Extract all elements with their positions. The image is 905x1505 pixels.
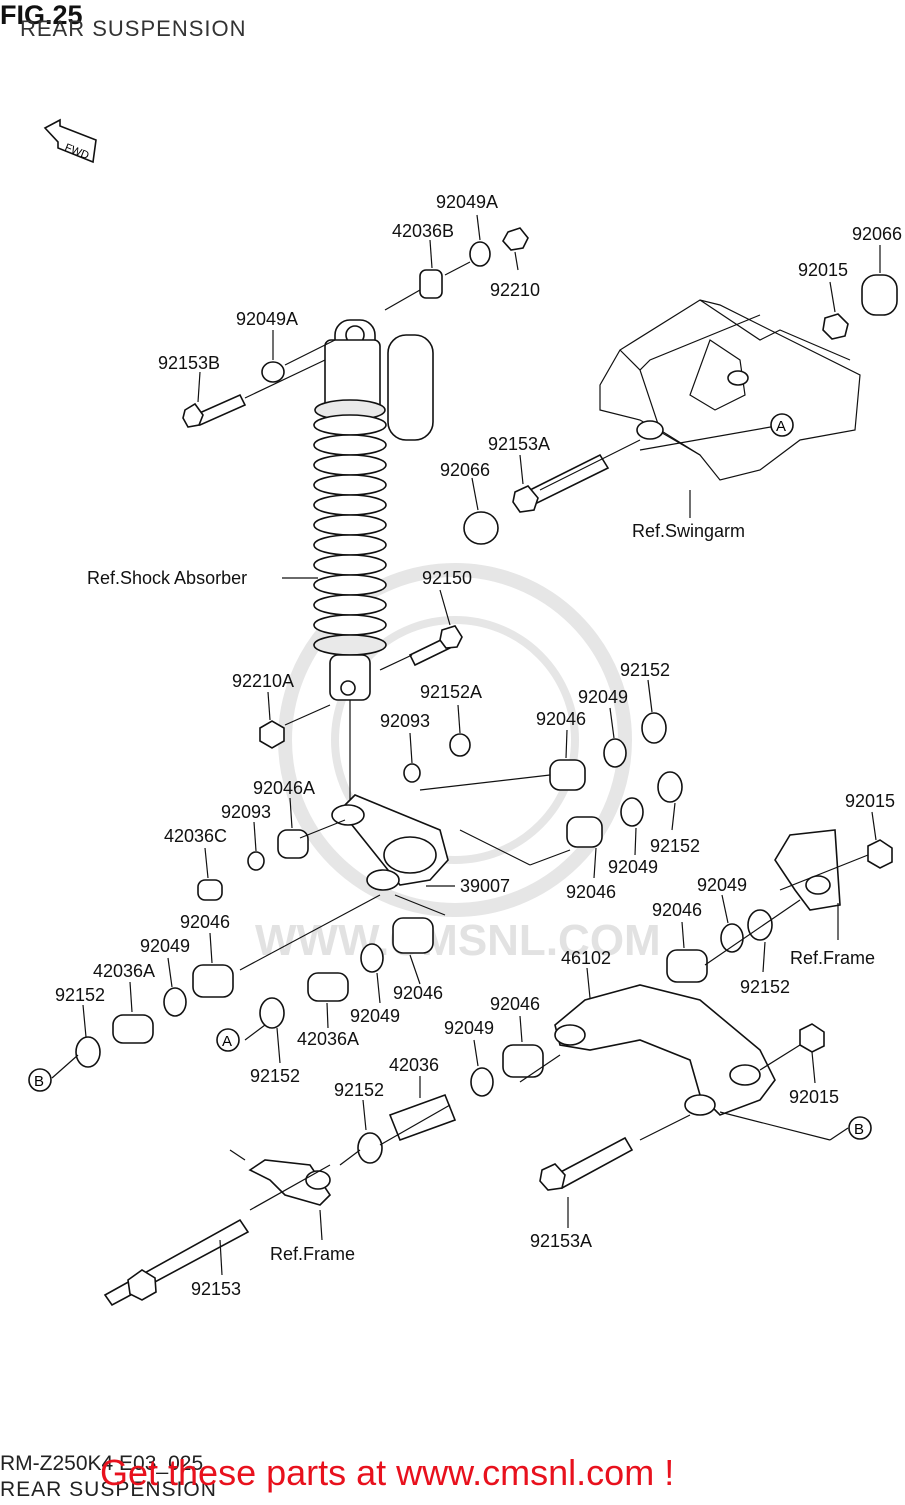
reference-labels: Ref.Shock Absorber Ref.Swingarm Ref.Fram… <box>87 521 875 1264</box>
part-number-labels: 92049A 42036B 92210 92066 92015 92049A 9… <box>55 192 902 1299</box>
part-label: 92046 <box>490 994 540 1014</box>
part-label: 92015 <box>798 260 848 280</box>
part-label: 92153A <box>530 1231 592 1251</box>
part-label: 92153 <box>191 1279 241 1299</box>
part-label: 92152 <box>250 1066 300 1086</box>
callout-b-left: B <box>28 1068 52 1092</box>
part-label: 42036 <box>389 1055 439 1075</box>
part-label: 92046A <box>253 778 315 798</box>
figure-title: FIG.25 <box>0 0 83 30</box>
frame-bracket-bottom <box>248 1159 332 1206</box>
connecting-rod-39007 <box>331 794 449 891</box>
callout-a-swingarm-label: A <box>776 418 786 435</box>
part-label: 92049 <box>608 857 658 877</box>
diagram-code: RM-Z250K4 E03_025 <box>0 1452 204 1475</box>
part-label: 39007 <box>460 876 510 896</box>
part-label: 46102 <box>561 948 611 968</box>
part-label: 92093 <box>221 802 271 822</box>
leader-lines <box>51 214 881 1276</box>
part-label: 92210 <box>490 280 540 300</box>
part-label: 42036A <box>93 961 155 981</box>
callout-b-right-label: B <box>854 1121 864 1138</box>
part-label: 92049A <box>436 192 498 212</box>
part-label: 92152A <box>420 682 482 702</box>
part-label: 92046 <box>652 900 702 920</box>
ref-swingarm-label: Ref.Swingarm <box>632 521 745 541</box>
callout-a-left: A <box>216 1028 240 1052</box>
swingarm-outline <box>599 299 861 481</box>
part-label: 42036A <box>297 1029 359 1049</box>
watermark-text: WWW.CMSNL.COM <box>255 916 661 965</box>
footer-subtitle: REAR SUSPENSION <box>0 1478 217 1501</box>
callout-b-left-label: B <box>34 1073 44 1090</box>
part-label: 92015 <box>845 791 895 811</box>
part-label: 92049 <box>444 1018 494 1038</box>
fwd-arrow-icon: FWD <box>43 118 97 164</box>
part-label: 92152 <box>55 985 105 1005</box>
frame-bracket-right <box>774 829 841 911</box>
small-parts <box>75 227 898 1307</box>
part-label: 92046 <box>393 983 443 1003</box>
part-label: 92153A <box>488 434 550 454</box>
ref-frame-right-label: Ref.Frame <box>790 948 875 968</box>
part-label: 92046 <box>536 709 586 729</box>
ref-frame-bottom-label: Ref.Frame <box>270 1244 355 1264</box>
part-label: 92049 <box>140 936 190 956</box>
callout-a-left-label: A <box>222 1033 232 1050</box>
callout-b-right: B <box>848 1116 872 1140</box>
part-label: 92153B <box>158 353 220 373</box>
ref-shock-absorber-label: Ref.Shock Absorber <box>87 568 247 588</box>
part-label: 92152 <box>620 660 670 680</box>
part-label: 92049A <box>236 309 298 329</box>
get-parts-link[interactable]: Get these parts at www.cmsnl.com ! <box>100 1452 675 1493</box>
link-46102 <box>554 984 776 1116</box>
coil-spring <box>313 414 387 656</box>
part-label: 92210A <box>232 671 294 691</box>
part-label: 92093 <box>380 711 430 731</box>
part-label: 42036C <box>164 826 227 846</box>
part-label: 92152 <box>650 836 700 856</box>
part-label: 92152 <box>334 1080 384 1100</box>
part-label: 92015 <box>789 1087 839 1107</box>
figure-subtitle: REAR SUSPENSION <box>20 16 247 41</box>
callout-a-swingarm: A <box>770 413 794 437</box>
cmsnl-watermark: WWW.CMSNL.COM <box>255 563 661 965</box>
part-label: 42036B <box>392 221 454 241</box>
part-label: 92150 <box>422 568 472 588</box>
shock-absorber <box>313 319 434 701</box>
part-label: 92152 <box>740 977 790 997</box>
part-label: 92049 <box>697 875 747 895</box>
part-label: 92046 <box>566 882 616 902</box>
part-label: 92066 <box>440 460 490 480</box>
part-label: 92046 <box>180 912 230 932</box>
part-label: 92049 <box>350 1006 400 1026</box>
part-label: 92066 <box>852 224 902 244</box>
part-label: 92049 <box>578 687 628 707</box>
